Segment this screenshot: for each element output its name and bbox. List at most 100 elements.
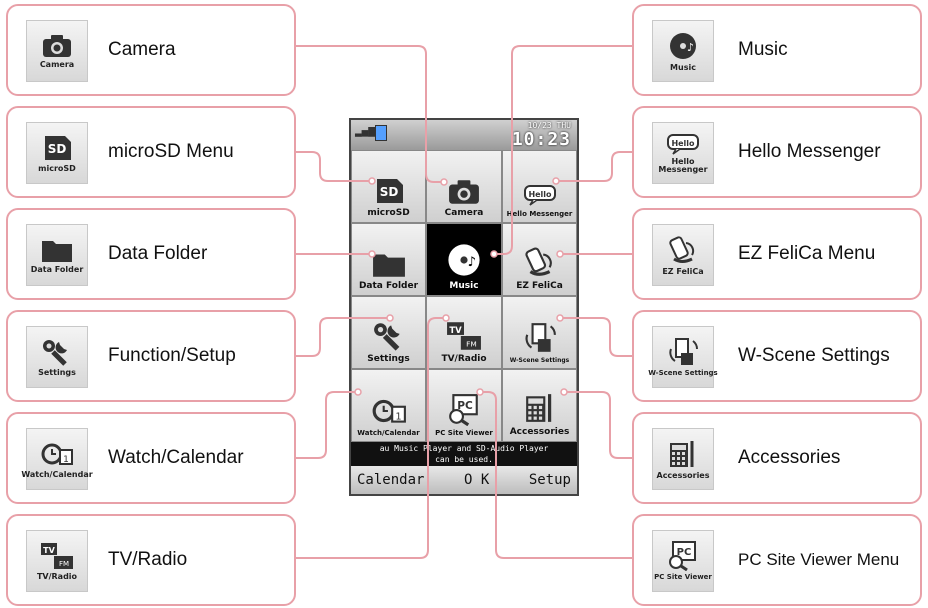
felica-icon	[524, 247, 552, 276]
help-message-line1: au Music Player and SD-Audio Player	[379, 444, 549, 453]
tile-hello-messenger[interactable]: Hello Hello Messenger	[502, 150, 577, 223]
tile-label: W-Scene Settings	[509, 357, 570, 364]
battery-icon	[375, 125, 387, 141]
thumb-caption: Watch/Calendar	[21, 469, 93, 479]
callout-label: EZ FeliCa Menu	[738, 243, 876, 264]
tile-label: Hello Messenger	[506, 210, 573, 218]
tile-camera[interactable]: Camera	[426, 150, 502, 223]
softkey-setup[interactable]: Setup	[528, 472, 571, 488]
tile-pc-site-viewer[interactable]: PC PC Site Viewer	[426, 369, 502, 442]
tile-microsd[interactable]: SD microSD	[351, 150, 426, 223]
pc-viewer-icon: PC PC Site Viewer	[652, 530, 714, 592]
tile-watch-calendar[interactable]: 1 Watch/Calendar	[351, 369, 426, 442]
sd-card-icon: SD microSD	[26, 122, 88, 184]
menu-grid: SD microSD Camera Hello Hello Messenger …	[351, 150, 577, 442]
tile-label: Watch/Calendar	[357, 429, 420, 437]
svg-text:FM: FM	[466, 340, 477, 349]
callout-w-scene-settings: W-Scene Settings W-Scene Settings	[632, 310, 922, 402]
callout-label: Hello Messenger	[738, 141, 881, 162]
callout-label: W-Scene Settings	[738, 345, 890, 366]
camera-icon	[449, 180, 479, 204]
alarm-clock-icon: 1 Watch/Calendar	[21, 428, 93, 490]
speech-bubble-icon: Hello Hello Messenger	[652, 122, 714, 184]
tile-label: Accessories	[509, 427, 570, 437]
callout-music: ♪ Music Music	[632, 4, 922, 96]
tile-tv-radio[interactable]: TV FM TV/Radio	[426, 296, 502, 369]
callout-label: TV/Radio	[108, 549, 188, 570]
tile-label: EZ FeliCa	[516, 281, 563, 291]
svg-text:SD: SD	[379, 185, 398, 199]
tile-label: TV/Radio	[441, 354, 487, 364]
svg-text:TV: TV	[449, 325, 462, 335]
thumb-caption: Data Folder	[30, 264, 84, 274]
svg-text:SD: SD	[48, 142, 67, 156]
thumb-caption: Accessories	[656, 470, 710, 480]
tile-label: Music	[449, 281, 479, 291]
callout-microsd: SD microSD microSD Menu	[6, 106, 296, 198]
pc-viewer-icon: PC	[449, 394, 478, 426]
sd-card-icon: SD	[376, 179, 403, 203]
w-scene-icon: W-Scene Settings	[648, 326, 718, 388]
svg-text:FM: FM	[59, 560, 69, 568]
svg-text:Hello: Hello	[528, 190, 552, 199]
signal-icon: ▂▄▆	[355, 124, 375, 137]
thumb-caption: Camera	[39, 59, 75, 69]
softkey-bar: Calendar O K Setup	[351, 466, 577, 494]
camera-icon: Camera	[26, 20, 88, 82]
alarm-clock-icon: 1	[372, 399, 406, 423]
thumb-caption: Hello Messenger	[658, 156, 708, 174]
thumb-caption: Settings	[38, 367, 76, 377]
calculator-icon	[525, 394, 551, 422]
tile-settings[interactable]: Settings	[351, 296, 426, 369]
svg-text:PC: PC	[677, 547, 692, 558]
tile-label: Camera	[444, 208, 484, 218]
callout-hello-messenger: Hello Hello Messenger Hello Messenger	[632, 106, 922, 198]
tile-music[interactable]: ♪ Music	[426, 223, 502, 296]
tile-data-folder[interactable]: Data Folder	[351, 223, 426, 296]
callout-function-setup: Settings Function/Setup	[6, 310, 296, 402]
music-disc-icon: ♪	[448, 244, 480, 276]
folder-icon	[372, 254, 405, 277]
thumb-caption: microSD	[38, 163, 76, 173]
tile-label: PC Site Viewer	[435, 429, 493, 437]
folder-icon: Data Folder	[26, 224, 88, 286]
phone-screen: ▂▄▆ 10/23 THU 10:23 SD microSD Camera He…	[349, 118, 579, 496]
wrench-icon	[373, 323, 400, 351]
status-time: 10:23	[511, 129, 571, 150]
thumb-caption: TV/Radio	[36, 571, 78, 581]
help-message: au Music Player and SD-Audio Player can …	[351, 442, 577, 466]
callout-label: Data Folder	[108, 243, 208, 264]
callout-accessories: Accessories Accessories	[632, 412, 922, 504]
tv-radio-icon: TV FM	[447, 322, 481, 350]
tile-label: Settings	[367, 354, 410, 364]
music-disc-icon: ♪ Music	[652, 20, 714, 82]
callout-label: Accessories	[738, 447, 841, 468]
thumb-caption: Music	[670, 62, 696, 72]
calculator-icon: Accessories	[652, 428, 714, 490]
callout-data-folder: Data Folder Data Folder	[6, 208, 296, 300]
softkey-calendar[interactable]: Calendar	[357, 472, 425, 488]
svg-text:♪: ♪	[687, 41, 694, 54]
callout-ez-felica: EZ FeliCa EZ FeliCa Menu	[632, 208, 922, 300]
callout-pc-site-viewer: PC PC Site Viewer PC Site Viewer Menu	[632, 514, 922, 606]
svg-text:PC: PC	[457, 399, 473, 412]
thumb-caption: EZ FeliCa	[662, 266, 704, 276]
w-scene-icon	[525, 323, 556, 352]
help-message-line2: can be used.	[435, 455, 493, 464]
wrench-icon: Settings	[26, 326, 88, 388]
callout-label: Camera	[108, 39, 176, 60]
speech-bubble-icon: Hello	[523, 185, 556, 206]
callout-label: Function/Setup	[108, 345, 236, 366]
tile-w-scene-settings[interactable]: W-Scene Settings	[502, 296, 577, 369]
tile-ez-felica[interactable]: EZ FeliCa	[502, 223, 577, 296]
svg-text:Hello: Hello	[671, 139, 695, 148]
tile-accessories[interactable]: Accessories	[502, 369, 577, 442]
callout-watch-calendar: 1 Watch/Calendar Watch/Calendar	[6, 412, 296, 504]
softkey-ok[interactable]: O K	[463, 472, 490, 488]
callout-label: Watch/Calendar	[108, 447, 244, 468]
svg-text:♪: ♪	[468, 255, 476, 270]
callout-label: PC Site Viewer Menu	[738, 550, 900, 569]
callout-label: Music	[738, 39, 788, 60]
